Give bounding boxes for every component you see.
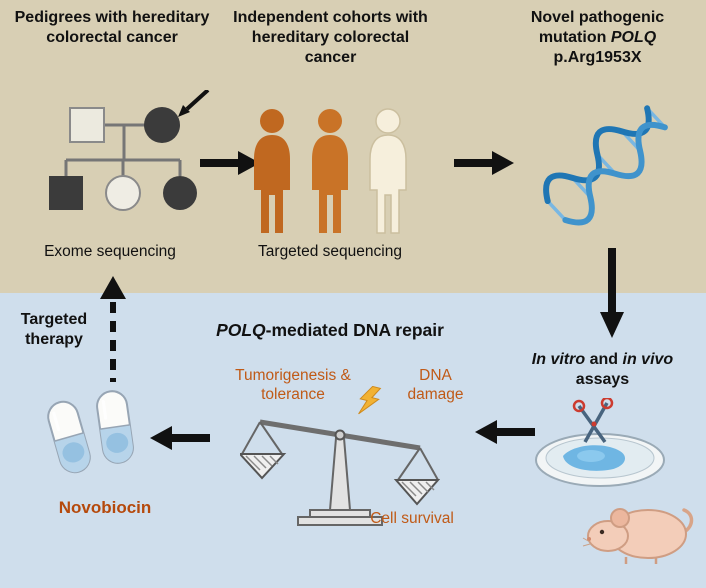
repair-title-rest: -mediated DNA repair: [265, 320, 444, 340]
balance-scale-icon: [240, 419, 440, 526]
pill-capsule-right: [96, 390, 134, 464]
proband-arrow: [185, 90, 210, 111]
affected-daughter-circle: [163, 176, 197, 210]
person-icon-unaffected: [369, 108, 407, 234]
pedigree-title: Pedigrees with hereditary colorectal can…: [14, 9, 210, 46]
assays-line2: assays: [575, 371, 630, 388]
assays-and-text: and: [589, 351, 619, 368]
balance-right-pan: [393, 479, 440, 506]
mouse-eye: [599, 529, 605, 535]
repair-title: POLQ-mediated DNA repair: [185, 320, 475, 342]
arrow-left-icon: [150, 426, 210, 450]
affected-mother-circle: [144, 107, 180, 143]
mutation-gene-name: POLQ: [610, 29, 657, 46]
mouse-icon: [582, 508, 694, 564]
exome-sequencing-caption: Exome sequencing: [44, 243, 176, 260]
assays-line1: In vitro and in vivo: [515, 350, 690, 370]
mutation-title: Novel pathogenic mutation POLQ p.Arg1953…: [495, 8, 700, 68]
person-icon-affected-1: [254, 109, 290, 233]
scissors-icon: [572, 398, 614, 444]
lightning-bolt-icon: [358, 386, 382, 415]
targeted-sequencing-caption: Targeted sequencing: [258, 243, 402, 260]
arrow-right-icon: [454, 151, 514, 175]
in-vivo-text: in vivo: [622, 351, 674, 368]
cell-survival-label: Cell survival: [370, 510, 454, 527]
assays-label: In vitro and in vivo assays: [515, 350, 690, 390]
tumorigenesis-label: Tumorigenesis & tolerance: [235, 367, 351, 404]
pedigree-diagram: [49, 90, 210, 211]
mutation-title-prefix: Novel pathogenic mutation: [530, 9, 665, 46]
person-icon-affected-2: [312, 109, 348, 233]
cohorts-title: Independent cohorts with hereditary colo…: [233, 9, 428, 66]
repair-gene-name: POLQ: [216, 320, 266, 340]
pill-capsule-left: [47, 400, 91, 474]
dashed-arrow-up-icon: [100, 276, 126, 382]
petri-dish-crispr-icon: [535, 398, 665, 487]
unaffected-father-square: [69, 107, 105, 143]
targeted-therapy-label: Targeted therapy: [20, 311, 88, 348]
cohort-people-icons: [254, 108, 407, 234]
arrow-right-icon: [200, 151, 260, 175]
mouse-ear: [610, 508, 630, 528]
arrow-down-icon: [600, 248, 624, 338]
dna-damage-label: DNA damage: [407, 367, 464, 404]
novobiocin-pills-icon: [47, 390, 134, 474]
unaffected-daughter-circle: [105, 175, 141, 211]
discovery-section-background: [0, 0, 706, 293]
arrow-left-icon: [475, 420, 535, 444]
mouse-nose: [587, 537, 591, 541]
affected-son-square: [49, 176, 83, 210]
dna-helix-icon: [543, 105, 668, 226]
mutation-variant: p.Arg1953X: [553, 49, 642, 66]
in-vitro-text: In vitro: [531, 351, 586, 368]
novobiocin-label: Novobiocin: [58, 498, 152, 517]
